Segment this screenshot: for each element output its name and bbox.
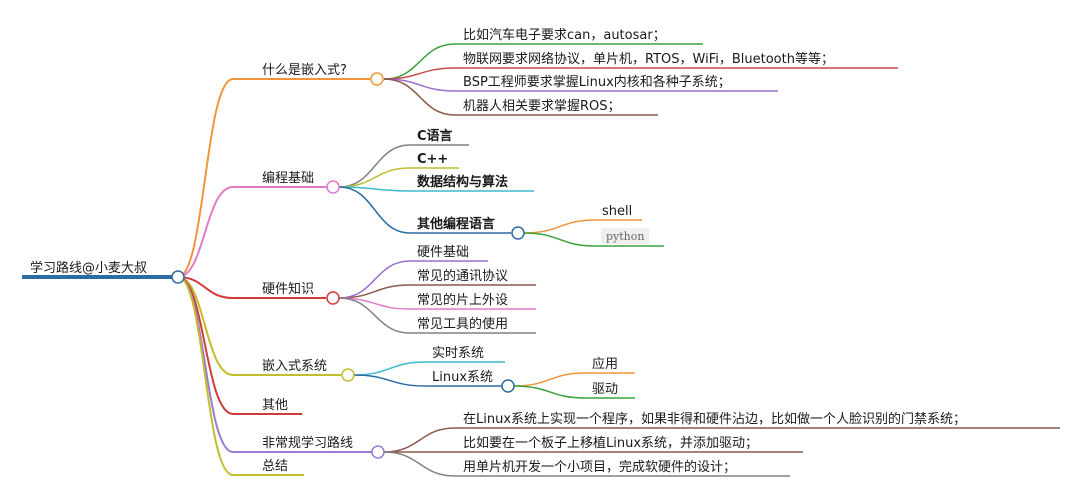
branch-b3-label[interactable]: 硬件知识	[262, 281, 314, 297]
other-python-label[interactable]: python	[606, 230, 644, 243]
edge-root-b1	[177, 78, 370, 278]
edge-b3-c2	[338, 284, 536, 299]
branch-b2-label[interactable]: 编程基础	[262, 171, 314, 186]
root-label[interactable]: 学习路线@小麦大叔	[30, 260, 147, 276]
edge-root-b7	[177, 276, 304, 476]
edge-b6-c3	[383, 451, 790, 477]
node-b3-circle[interactable]	[326, 291, 340, 305]
node-b2-circle[interactable]	[326, 180, 340, 194]
python-code-bg	[601, 228, 649, 244]
b4-item-2[interactable]: Linux系统	[432, 370, 493, 385]
b1-item-4[interactable]: 机器人相关要求掌握ROS；	[463, 99, 621, 114]
linux-app-label[interactable]: 应用	[592, 356, 618, 372]
b3-item-2[interactable]: 常见的通讯协议	[417, 268, 508, 284]
node-b4-circle[interactable]	[341, 368, 355, 382]
branch-b6-label[interactable]: 非常规学习路线	[262, 435, 353, 451]
b2-item-1[interactable]: C语言	[417, 128, 453, 144]
edge-b1-c4	[383, 78, 658, 116]
b6-item-3[interactable]: 用单片机开发一个小项目，完成软硬件的设计；	[463, 459, 736, 475]
edge-b4-c1	[353, 361, 505, 376]
edge-other-python	[523, 232, 664, 247]
edge-root-b3	[177, 276, 326, 299]
edge-b2-c1	[338, 144, 469, 188]
edge-b3-c3	[338, 297, 536, 310]
edge-b1-c1	[383, 43, 703, 80]
b6-item-1[interactable]: 在Linux系统上实现一个程序，如果非得和硬件沾边，比如做一个人脸识别的门禁系统…	[463, 411, 966, 427]
b1-item-3[interactable]: BSP工程师要求掌握Linux内核和各种子系统；	[463, 74, 731, 90]
branch-b1-label[interactable]: 什么是嵌入式?	[262, 63, 347, 78]
node-b6-circle[interactable]	[371, 445, 385, 459]
edge-b1-c3	[383, 78, 778, 92]
b2-item-3[interactable]: 数据结构与算法	[417, 174, 508, 190]
branch-b7-label[interactable]: 总结	[262, 459, 288, 474]
edge-b2-c4	[338, 186, 511, 234]
linux-driver-label[interactable]: 驱动	[592, 382, 618, 397]
node-b1-circle[interactable]	[370, 72, 384, 86]
other-shell-label[interactable]: shell	[602, 204, 632, 219]
edge-b1-c2	[383, 67, 898, 80]
b2-item-2[interactable]: C++	[417, 152, 448, 167]
b4-item-1[interactable]: 实时系统	[432, 346, 484, 361]
b6-item-2[interactable]: 比如要在一个板子上移植Linux系统，并添加驱动；	[463, 435, 758, 451]
edge-b6-c1	[383, 427, 1060, 453]
b1-item-2[interactable]: 物联网要求网络协议，单片机，RTOS，WiFi，Bluetooth等等；	[463, 51, 834, 67]
branch-b5-label[interactable]: 其他	[262, 398, 288, 413]
branch-b4-label[interactable]: 嵌入式系统	[262, 359, 327, 374]
b3-item-3[interactable]: 常见的片上外设	[417, 292, 508, 308]
edge-root-b2	[177, 186, 327, 278]
b1-item-1[interactable]: 比如汽车电子要求can，autosar；	[463, 27, 666, 43]
node-linux-circle[interactable]	[501, 379, 515, 393]
edge-b3-c1	[338, 260, 488, 299]
b3-item-1[interactable]: 硬件基础	[417, 245, 469, 260]
node-other-circle[interactable]	[511, 226, 525, 240]
edge-b3-c4	[338, 297, 536, 334]
edge-b2-c2	[338, 167, 459, 188]
edge-linux-driver	[513, 385, 635, 399]
b2-item-4[interactable]: 其他编程语言	[417, 216, 495, 232]
edge-b4-c2	[353, 374, 502, 387]
edge-other-shell	[523, 219, 642, 234]
edge-b2-c3	[338, 186, 534, 192]
edge-linux-app	[513, 372, 635, 387]
node-root-circle[interactable]	[171, 270, 185, 284]
b3-item-4[interactable]: 常见工具的使用	[417, 316, 508, 332]
